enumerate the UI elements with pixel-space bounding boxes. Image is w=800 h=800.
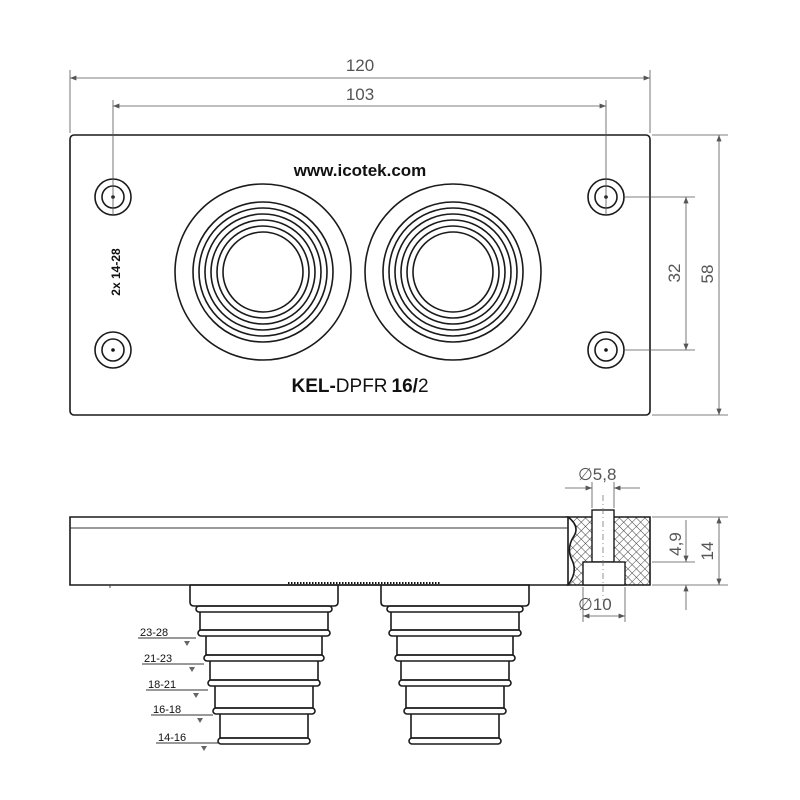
dim-overall-width: 120 bbox=[69, 56, 651, 133]
svg-text:23-28: 23-28 bbox=[140, 627, 168, 639]
grommet-left bbox=[174, 183, 352, 361]
dim-overall-height: 58 bbox=[652, 134, 728, 416]
dim-counterbore-diameter-label: ∅10 bbox=[578, 595, 612, 614]
model-size: 16/ bbox=[392, 376, 419, 397]
svg-text:18-21: 18-21 bbox=[148, 679, 176, 691]
dim-hole-spacing: 103 bbox=[112, 85, 607, 215]
dim-bore-diameter-label: ∅5,8 bbox=[578, 465, 616, 484]
grommet-right bbox=[364, 183, 542, 361]
dim-counterbore-diameter: ∅10 bbox=[578, 587, 626, 622]
model-prefix: KEL- bbox=[291, 376, 335, 397]
side-label: 2x 14-28 bbox=[109, 248, 123, 296]
side-view: 23-28 21-23 18-21 16-18 14-16 bbox=[69, 495, 651, 751]
svg-text:14-16: 14-16 bbox=[158, 732, 186, 744]
cable-range-23-28: 23-28 bbox=[138, 627, 196, 646]
dim-bore-depth: 4,9 bbox=[652, 520, 695, 610]
dim-hole-spacing-label: 103 bbox=[346, 85, 374, 104]
cable-range-18-21: 18-21 bbox=[146, 679, 208, 698]
stepped-seal-right bbox=[380, 585, 530, 745]
mounting-hole-bottom-left bbox=[94, 331, 132, 369]
stepped-seal-left bbox=[189, 585, 339, 745]
website-label: www.icotek.com bbox=[293, 161, 427, 180]
model-count: 2 bbox=[418, 376, 429, 397]
mounting-hole-bottom-right bbox=[587, 331, 625, 369]
svg-text:21-23: 21-23 bbox=[144, 653, 172, 665]
dim-hole-vertical-spacing-label: 32 bbox=[665, 264, 684, 283]
svg-text:16-18: 16-18 bbox=[153, 704, 181, 716]
dim-bore-depth-label: 4,9 bbox=[666, 532, 685, 556]
dim-overall-width-label: 120 bbox=[346, 56, 374, 75]
model-name: DPFR bbox=[336, 376, 388, 397]
cable-range-labels: 23-28 21-23 18-21 16-18 14-16 bbox=[138, 627, 218, 751]
dim-hole-vertical-spacing: 32 bbox=[625, 196, 695, 351]
cable-range-21-23: 21-23 bbox=[142, 653, 204, 672]
dim-thickness: 14 bbox=[652, 516, 728, 586]
dim-bore-diameter: ∅5,8 bbox=[565, 465, 640, 508]
cable-range-14-16: 14-16 bbox=[156, 732, 218, 751]
dim-overall-height-label: 58 bbox=[698, 265, 717, 284]
cable-range-16-18: 16-18 bbox=[151, 704, 213, 723]
dim-thickness-label: 14 bbox=[698, 542, 717, 561]
frame-outline bbox=[69, 134, 651, 416]
